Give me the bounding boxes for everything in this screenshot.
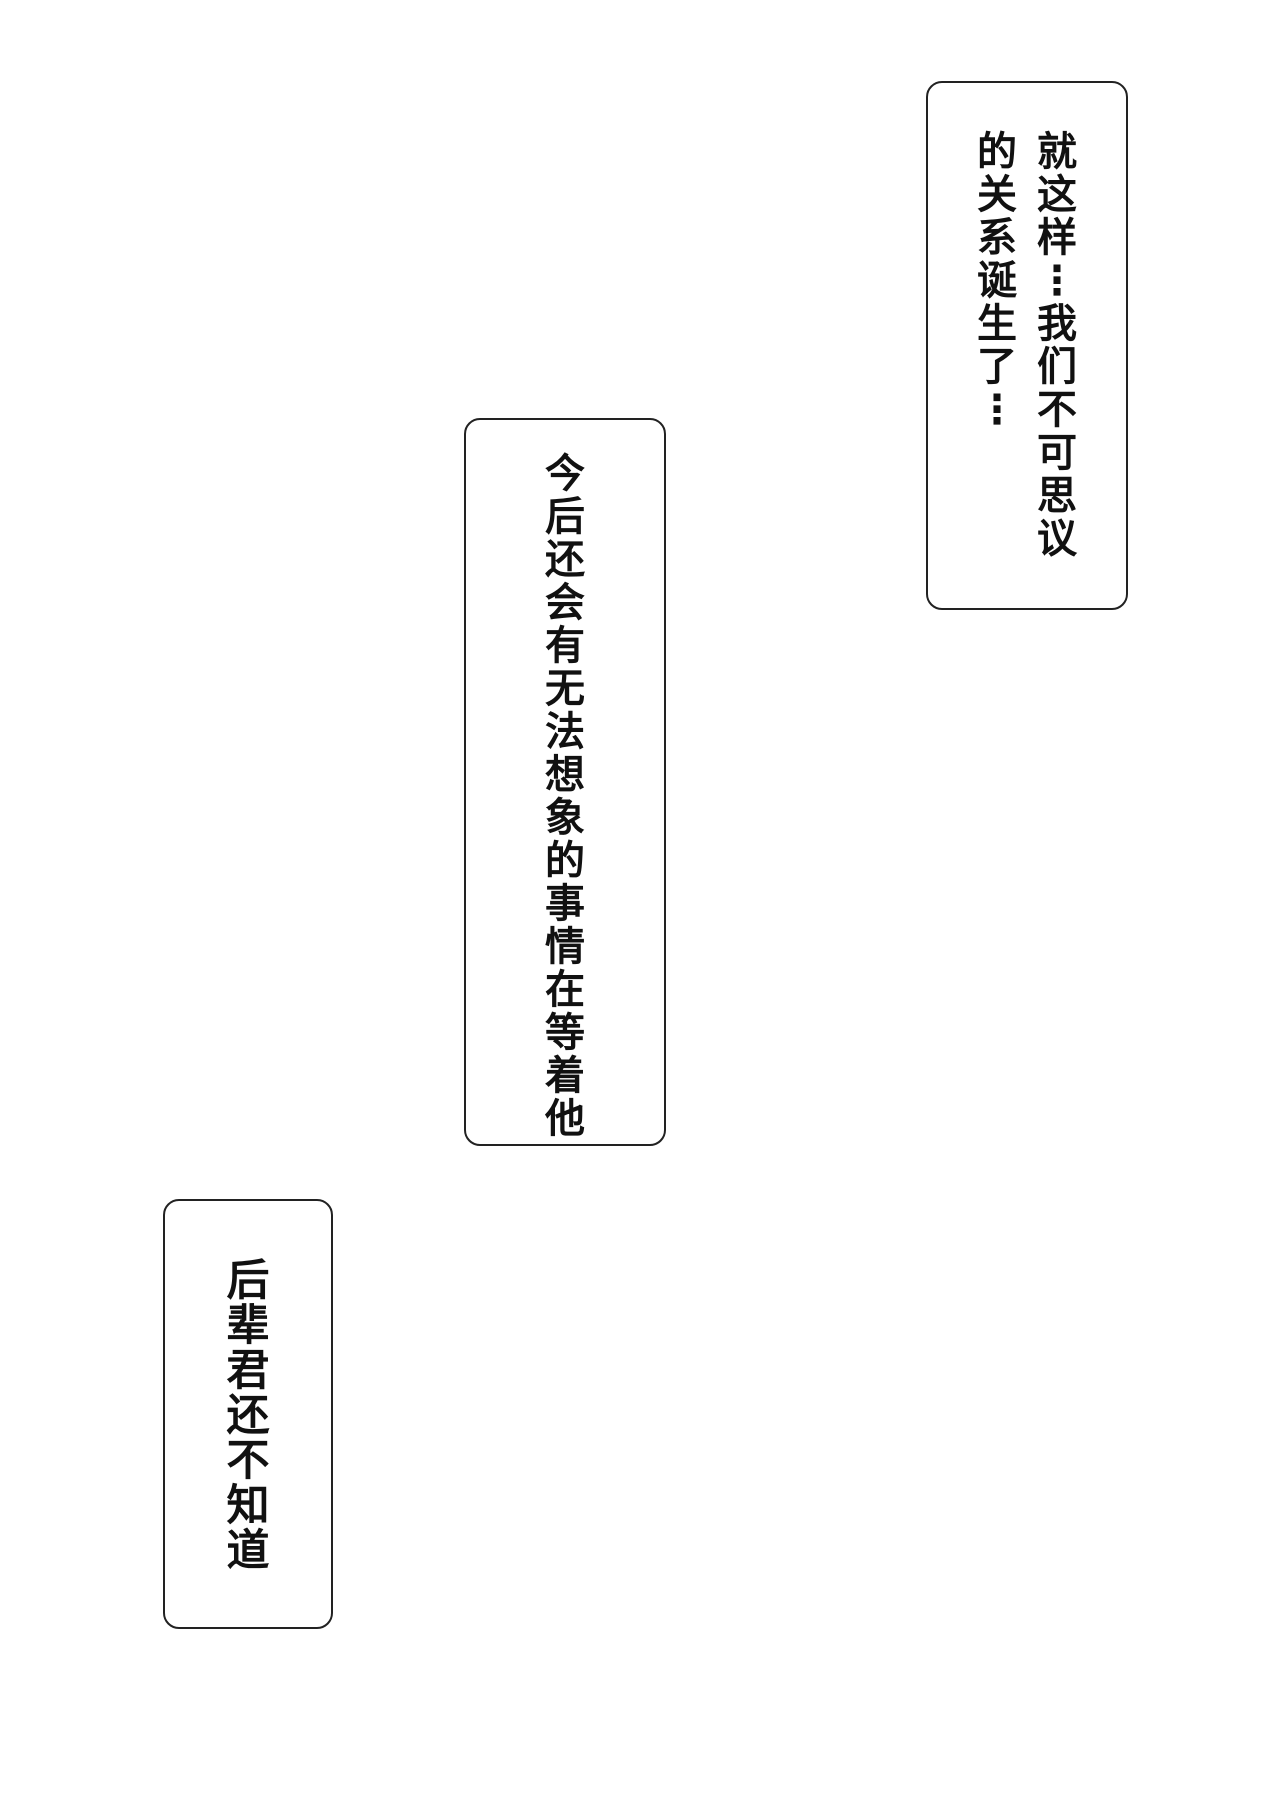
- text-column: 后辈君还不知道: [226, 1256, 270, 1576]
- text-box-top-right: 就这样⋮我们不可思议 的关系诞生了⋮: [926, 81, 1128, 610]
- text-column: 的关系诞生了⋮: [977, 129, 1017, 433]
- text-column: 今后还会有无法想象的事情在等着他: [545, 451, 585, 1142]
- text-box-middle: 今后还会有无法想象的事情在等着他: [464, 418, 666, 1146]
- text-column: 就这样⋮我们不可思议: [1037, 129, 1077, 562]
- text-box-bottom-left: 后辈君还不知道: [163, 1199, 333, 1629]
